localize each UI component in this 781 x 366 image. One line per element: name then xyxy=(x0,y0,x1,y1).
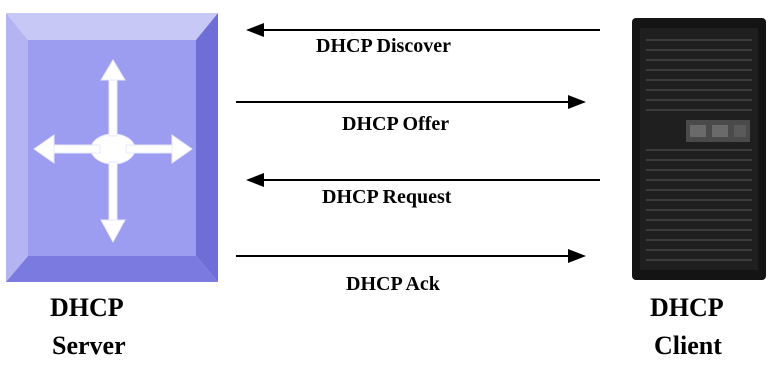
arrowhead-discover xyxy=(246,23,264,37)
client-label-line1: DHCP xyxy=(650,293,724,322)
tower-server-icon xyxy=(632,18,766,280)
message-label-request: DHCP Request xyxy=(322,186,452,208)
client-label-line2: Client xyxy=(654,331,722,360)
server-label-line2: Server xyxy=(52,331,126,360)
arrowhead-offer xyxy=(568,95,586,109)
arrowhead-request xyxy=(246,173,264,187)
message-label-discover: DHCP Discover xyxy=(316,35,451,57)
switch-router-icon xyxy=(6,13,218,282)
message-label-ack: DHCP Ack xyxy=(346,273,440,295)
message-label-offer: DHCP Offer xyxy=(342,113,450,135)
server-label-line1: DHCP xyxy=(50,293,124,322)
arrowhead-ack xyxy=(568,249,586,263)
